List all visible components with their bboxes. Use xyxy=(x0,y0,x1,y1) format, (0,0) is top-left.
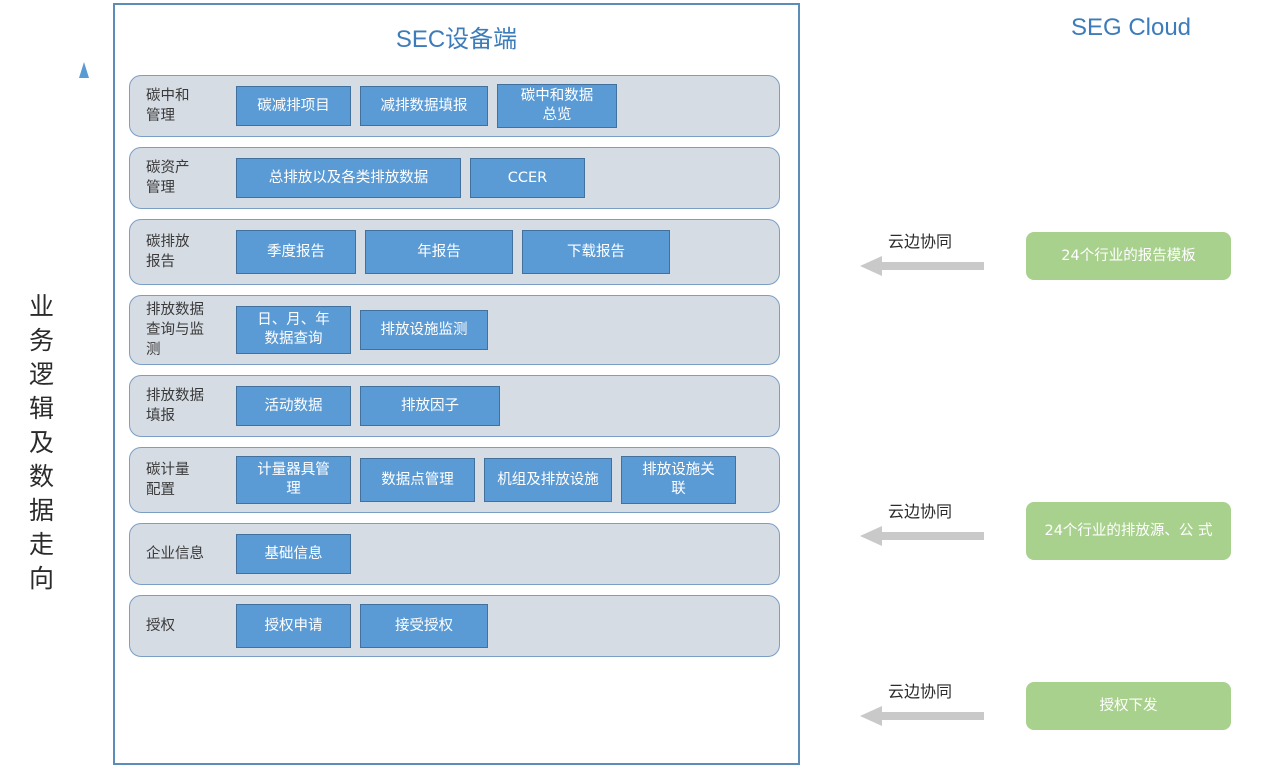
module-row-label: 排放数据 填报 xyxy=(146,388,204,424)
cloud-box-report-template[interactable]: 24个行业的报告模板 xyxy=(1026,232,1231,280)
module-row-items: 基础信息 xyxy=(236,534,351,574)
business-flow-axis: 业务逻辑及数据走向 xyxy=(0,0,113,770)
module-row-emission-query-monitor: 排放数据 查询与监 测 日、月、年 数据查询 排放设施监测 xyxy=(129,295,780,365)
module-row-label: 排放数据 查询与监 测 xyxy=(146,302,204,358)
module-chip-unit-and-emission-facility[interactable]: 机组及排放设施 xyxy=(484,458,612,502)
cloud-box-authorization-dispatch[interactable]: 授权下发 xyxy=(1026,682,1231,730)
module-chip-quarterly-report[interactable]: 季度报告 xyxy=(236,230,356,274)
cloud-box-emission-source-formula[interactable]: 24个行业的排放源、公 式 xyxy=(1026,502,1231,560)
module-row-items: 活动数据 排放因子 xyxy=(236,386,500,426)
cloud-sync-label: 云边协同 xyxy=(888,232,953,251)
flow-direction-label: 业务逻辑及数据走向 xyxy=(28,292,55,593)
module-chip-basic-info[interactable]: 基础信息 xyxy=(236,534,351,574)
cloud-sync-left-arrow-icon xyxy=(860,526,984,546)
module-row-label: 碳计量 配置 xyxy=(146,462,190,498)
module-row-label: 碳中和 管理 xyxy=(146,88,190,124)
module-chip-activity-data[interactable]: 活动数据 xyxy=(236,386,351,426)
cloud-sync-left-arrow-icon xyxy=(860,256,984,276)
module-row-items: 日、月、年 数据查询 排放设施监测 xyxy=(236,306,488,354)
module-row-label: 企业信息 xyxy=(146,546,204,562)
module-row-items: 授权申请 接受授权 xyxy=(236,604,488,648)
sec-module-row-list: 碳中和 管理 碳减排项目 减排数据填报 碳中和数据 总览 碳资产 管理 总排放以… xyxy=(129,75,780,667)
module-row-items: 碳减排项目 减排数据填报 碳中和数据 总览 xyxy=(236,84,617,128)
seg-cloud-title: SEG Cloud xyxy=(1070,14,1192,41)
flow-up-arrow-icon xyxy=(79,62,89,732)
module-row-label: 碳资产 管理 xyxy=(146,160,190,196)
cloud-sync-left-arrow-icon xyxy=(860,706,984,726)
module-chip-ccer[interactable]: CCER xyxy=(470,158,585,198)
module-chip-carbon-reduction-project[interactable]: 碳减排项目 xyxy=(236,86,351,126)
cloud-sync-label: 云边协同 xyxy=(888,502,953,521)
module-chip-carbon-neutral-overview[interactable]: 碳中和数据 总览 xyxy=(497,84,617,128)
module-row-items: 总排放以及各类排放数据 CCER xyxy=(236,158,585,198)
module-row-carbon-asset: 碳资产 管理 总排放以及各类排放数据 CCER xyxy=(129,147,780,209)
module-chip-authorization-request[interactable]: 授权申请 xyxy=(236,604,351,648)
module-row-label: 碳排放 报告 xyxy=(146,234,190,270)
module-row-authorization: 授权 授权申请 接受授权 xyxy=(129,595,780,657)
module-chip-meter-device-management[interactable]: 计量器具管 理 xyxy=(236,456,351,504)
module-chip-accept-authorization[interactable]: 接受授权 xyxy=(360,604,488,648)
sec-panel-title: SEC设备端 xyxy=(395,26,518,53)
module-row-emission-data-entry: 排放数据 填报 活动数据 排放因子 xyxy=(129,375,780,437)
cloud-sync-label: 云边协同 xyxy=(888,682,953,701)
module-row-carbon-neutral: 碳中和 管理 碳减排项目 减排数据填报 碳中和数据 总览 xyxy=(129,75,780,137)
module-row-items: 季度报告 年报告 下载报告 xyxy=(236,230,670,274)
module-chip-annual-report[interactable]: 年报告 xyxy=(365,230,513,274)
module-row-items: 计量器具管 理 数据点管理 机组及排放设施 排放设施关 联 xyxy=(236,456,736,504)
sec-device-panel: SEC设备端 碳中和 管理 碳减排项目 减排数据填报 碳中和数据 总览 碳资产 … xyxy=(113,3,800,765)
module-chip-total-and-category-emissions[interactable]: 总排放以及各类排放数据 xyxy=(236,158,461,198)
module-chip-emission-facility-association[interactable]: 排放设施关 联 xyxy=(621,456,736,504)
module-chip-data-point-management[interactable]: 数据点管理 xyxy=(360,458,475,502)
module-row-carbon-metering-config: 碳计量 配置 计量器具管 理 数据点管理 机组及排放设施 排放设施关 联 xyxy=(129,447,780,513)
module-row-enterprise-info: 企业信息 基础信息 xyxy=(129,523,780,585)
module-row-label: 授权 xyxy=(146,618,175,634)
module-chip-emission-factor[interactable]: 排放因子 xyxy=(360,386,500,426)
module-chip-emission-facility-monitor[interactable]: 排放设施监测 xyxy=(360,310,488,350)
module-chip-download-report[interactable]: 下载报告 xyxy=(522,230,670,274)
module-row-emission-report: 碳排放 报告 季度报告 年报告 下载报告 xyxy=(129,219,780,285)
module-chip-reduction-data-entry[interactable]: 减排数据填报 xyxy=(360,86,488,126)
module-chip-day-month-year-query[interactable]: 日、月、年 数据查询 xyxy=(236,306,351,354)
